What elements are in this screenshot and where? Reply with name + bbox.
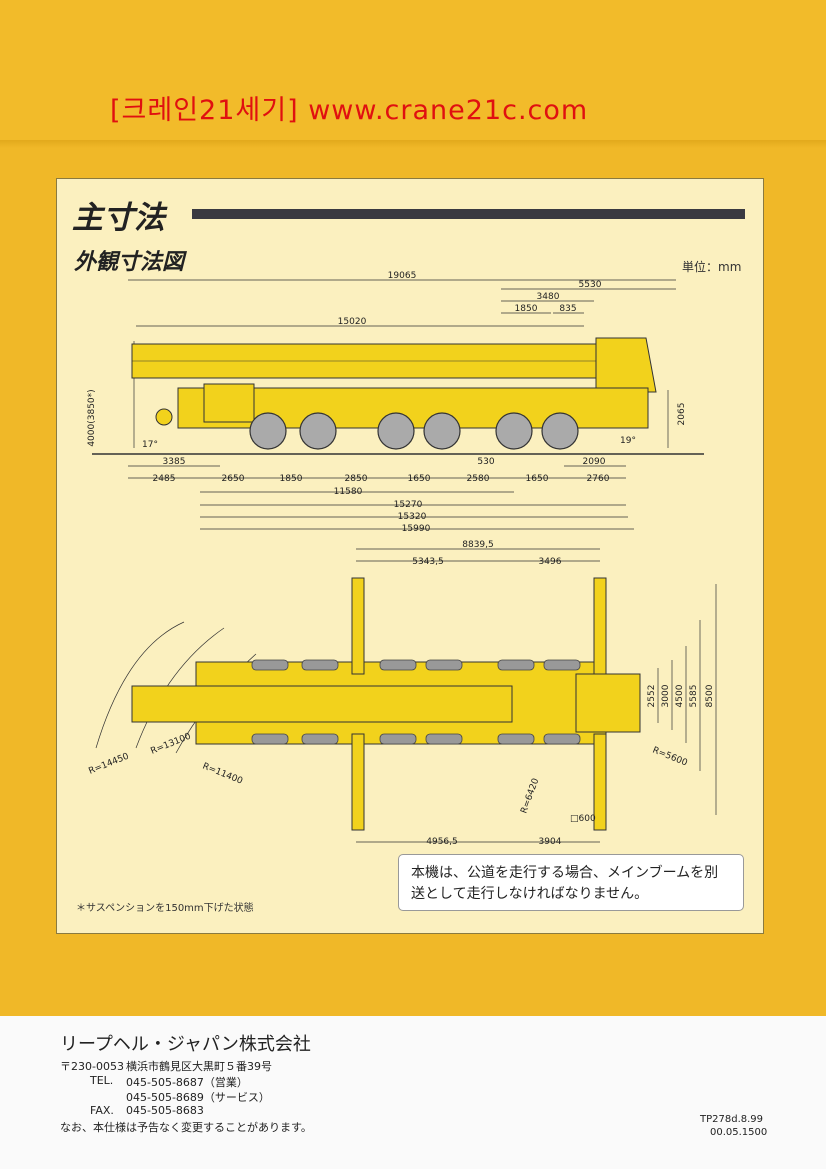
dim-2760: 2760 — [587, 474, 610, 484]
unit-label: 単位：mm — [682, 260, 742, 274]
dim-2552: 2552 — [647, 685, 657, 708]
dim-11580: 11580 — [334, 487, 363, 497]
boom-top — [131, 685, 513, 723]
tel-sales: 045-505-8687（営業） — [126, 1076, 248, 1089]
wheels — [249, 412, 579, 450]
dim-2485: 2485 — [153, 474, 176, 484]
dimension-drawing: 19065 5530 3480 1850 835 15020 4000(3850… — [87, 271, 717, 847]
suspension-footnote: ＊サスペンションを150mm下げた状態 — [76, 903, 254, 914]
dim-5530: 5530 — [579, 280, 602, 290]
top-view-dimension-lines — [95, 548, 717, 843]
radius-5600: R=5600 — [651, 746, 689, 769]
dim-2580: 2580 — [467, 474, 490, 484]
wheels-top — [251, 659, 581, 745]
spec-disclaimer: なお、本仕様は予告なく変更することがあります。 — [60, 1121, 312, 1134]
doc-code: TP278d.8.99 — [700, 1114, 764, 1125]
road-travel-note: 本機は、公道を走行する場合、メインブームを別送として走行しなければなりません。 — [398, 854, 744, 911]
dim-1650b: 1650 — [526, 474, 549, 484]
footer-band — [0, 1016, 826, 1169]
dim-1850: 1850 — [515, 304, 538, 314]
radius-11400: R=11400 — [201, 762, 244, 787]
radius-14450: R=14450 — [87, 752, 130, 777]
dim-3496: 3496 — [539, 557, 562, 567]
cab-top — [575, 673, 641, 733]
postal-code: 〒230-0053 — [60, 1060, 124, 1073]
dim-3000: 3000 — [661, 684, 671, 707]
dim-8500: 8500 — [705, 684, 715, 707]
radius-13100: R=13100 — [149, 732, 192, 757]
dim-15320: 15320 — [398, 512, 427, 522]
side-labels-bottom: 3385 2485 2650 1850 2850 1650 530 2580 1… — [153, 457, 610, 534]
tel-label: TEL. — [90, 1074, 114, 1087]
driver-cab — [595, 337, 657, 393]
dim-2065: 2065 — [677, 403, 687, 426]
dim-5343-5: 5343,5 — [412, 557, 444, 567]
site-header: [크레인21세기] www.crane21c.com — [110, 95, 589, 126]
dim-1650a: 1650 — [408, 474, 431, 484]
dim-15270: 15270 — [394, 500, 423, 510]
dim-15020: 15020 — [338, 317, 367, 327]
dim-3480: 3480 — [537, 292, 560, 302]
dim-3385: 3385 — [163, 457, 186, 467]
side-dimension-lines — [92, 279, 704, 530]
crane-top-view — [131, 577, 641, 831]
dim-4500: 4500 — [675, 684, 685, 707]
dim-2850: 2850 — [345, 474, 368, 484]
title-rule — [192, 209, 745, 219]
dim-1850b: 1850 — [280, 474, 303, 484]
cover-top-band — [0, 0, 826, 140]
pad-size: □600 — [570, 814, 596, 824]
side-labels-height: 4000(3850*) 2065 17° 19° — [87, 389, 687, 450]
company-name: リープヘル・ジャパン株式会社 — [60, 1034, 311, 1055]
cover-fold-shadow — [0, 140, 826, 148]
dim-5585: 5585 — [689, 685, 699, 708]
dim-2090: 2090 — [583, 457, 606, 467]
dim-2650: 2650 — [222, 474, 245, 484]
address: 横浜市鶴見区大黒町５番39号 — [126, 1060, 272, 1073]
page-title: 主寸法 — [72, 200, 165, 236]
side-labels-top: 19065 5530 3480 1850 835 15020 — [338, 271, 602, 327]
radius-6420: R=6420 — [519, 777, 541, 815]
fax-number: 045-505-8683 — [126, 1104, 204, 1117]
dim-15990: 15990 — [402, 524, 431, 534]
outriggers — [351, 577, 607, 831]
dimension-panel — [56, 178, 764, 934]
dim-835: 835 — [559, 304, 576, 314]
dim-8839-5: 8839,5 — [462, 540, 494, 550]
dim-3904: 3904 — [539, 837, 562, 847]
dim-19065: 19065 — [388, 271, 417, 281]
dim-4000: 4000(3850*) — [87, 389, 97, 446]
doc-date: 00.05.1500 — [710, 1127, 768, 1138]
crane-side-view — [131, 337, 657, 450]
dim-4956-5: 4956,5 — [426, 837, 458, 847]
crane-cab — [203, 383, 255, 423]
angle-19: 19° — [620, 436, 636, 446]
dim-530: 530 — [477, 457, 494, 467]
tel-service: 045-505-8689（サービス） — [126, 1091, 270, 1104]
page-subtitle: 外観寸法図 — [74, 250, 185, 275]
hook-block — [155, 408, 173, 426]
fax-label: FAX. — [90, 1104, 114, 1117]
angle-17: 17° — [142, 440, 158, 450]
